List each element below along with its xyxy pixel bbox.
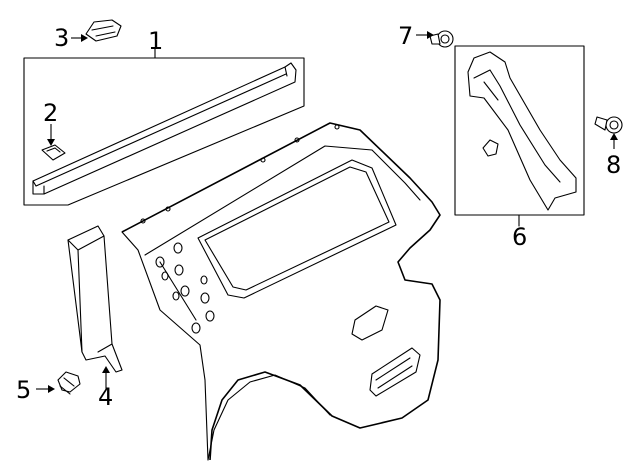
callout-6: 6 — [512, 223, 527, 251]
part-1-box — [23, 57, 305, 206]
part-3-clip — [71, 19, 122, 42]
callout-8: 8 — [606, 151, 621, 179]
part-6-clip — [482, 139, 499, 157]
part-7-screw — [416, 30, 454, 48]
callout-3: 3 — [54, 24, 69, 52]
callout-7: 7 — [398, 22, 413, 50]
part-4-pillar-trim — [67, 225, 123, 390]
part-6-panel-group — [454, 45, 585, 227]
part-8-bolt — [594, 116, 623, 149]
panel-holes — [140, 124, 340, 334]
callout-4: 4 — [98, 383, 113, 411]
quarter-window-opening — [197, 159, 397, 299]
part-2-clip — [41, 144, 66, 161]
callout-1: 1 — [148, 27, 163, 55]
callout-5: 5 — [16, 376, 31, 404]
fuel-door-opening — [351, 305, 389, 341]
quarter-panel — [121, 122, 441, 461]
lamp-recess — [369, 347, 421, 397]
part-1-molding-group — [23, 47, 305, 206]
part-5-push-pin — [36, 371, 81, 395]
callout-2: 2 — [43, 99, 58, 127]
